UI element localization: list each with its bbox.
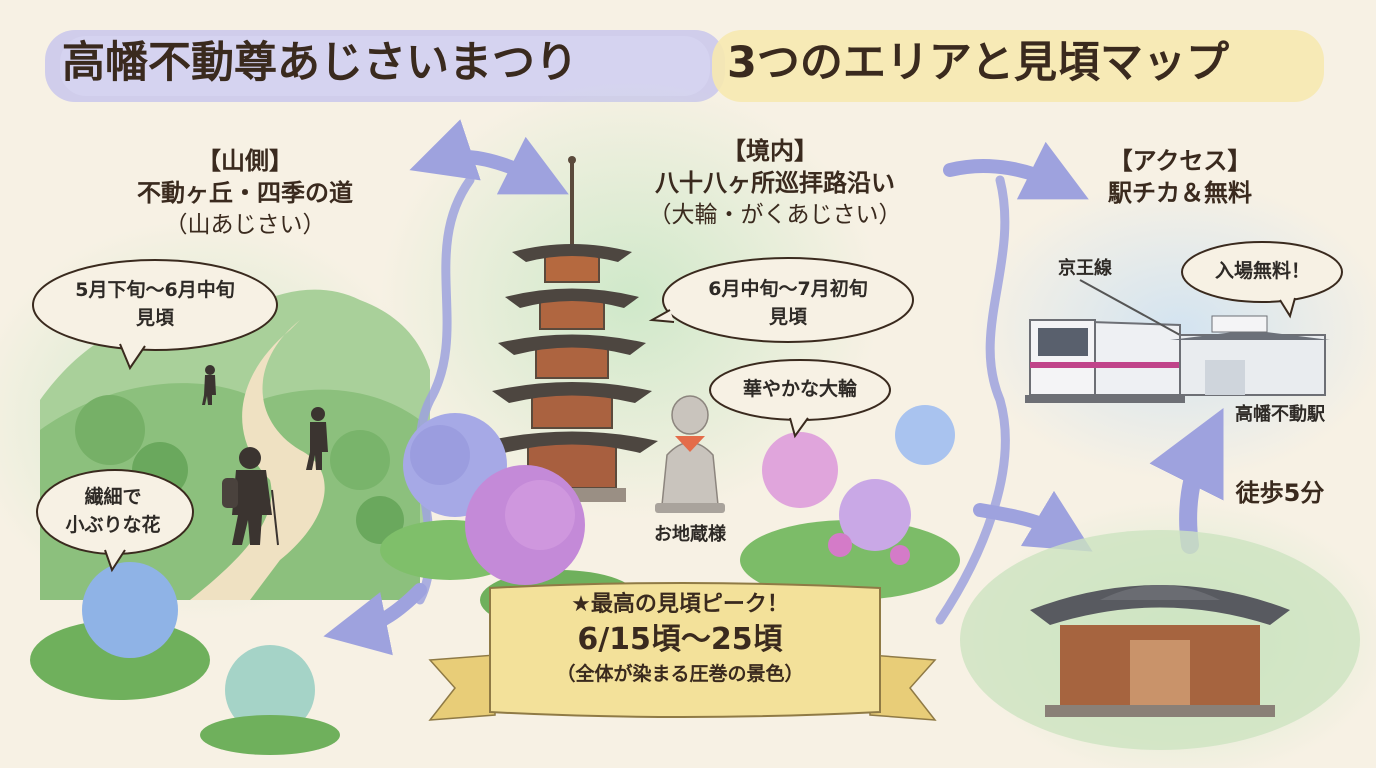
- mountain-season-label: 見頃: [135, 307, 174, 329]
- mountain-flower-line2: 小ぶりな花: [65, 514, 161, 536]
- walk-time: 徒歩5分: [1235, 479, 1325, 507]
- hydrangea-blue-left: [30, 562, 340, 755]
- precinct-variety: （大輪・がくあじさい）: [648, 202, 902, 228]
- five-story-pagoda: [486, 156, 658, 502]
- mountain-season-text: 5月下旬〜6月中旬: [75, 279, 235, 301]
- precinct-season-label: 見頃: [768, 306, 807, 328]
- title-main: 高幡不動尊あじさいまつり: [62, 38, 578, 88]
- precinct-season-text: 6月中旬〜7月初旬: [708, 278, 868, 300]
- mountain-flower-line1: 繊細で: [84, 486, 142, 508]
- hiker-far: [202, 365, 216, 405]
- access-tagline: 駅チカ＆無料: [1108, 179, 1252, 207]
- bubble-precinct-flower: [709, 359, 891, 439]
- station-building: [1170, 315, 1330, 396]
- jizo-label: お地蔵様: [654, 524, 726, 545]
- hiker-front: [222, 447, 279, 546]
- bubble-precinct-season: [648, 257, 914, 343]
- access-bracket-heading: 【アクセス】: [1108, 147, 1252, 175]
- peak-banner: ★最高の見頃ピーク！ 6/15頃〜25頃 （全体が染まる圧巻の景色）: [470, 590, 890, 688]
- free-entry-text: 入場無料！: [1214, 260, 1310, 282]
- hiker-middle: [306, 407, 328, 470]
- precinct-bracket-heading: 【境内】: [722, 137, 818, 165]
- mountain-variety: （山あじさい）: [164, 212, 326, 238]
- bubble-access-free: [1181, 241, 1343, 319]
- peak-description: （全体が染まる圧巻の景色）: [556, 663, 804, 685]
- peak-dates: 6/15頃〜25頃: [577, 622, 783, 657]
- temple-hall: [960, 530, 1360, 750]
- precinct-flower-note: 華やかな大輪: [742, 378, 857, 400]
- title-band-right: [712, 30, 1324, 102]
- hydrangea-pink-lace: [740, 405, 960, 600]
- mountain-bracket-heading: 【山側】: [197, 147, 293, 175]
- mountain-area-name: 不動ヶ丘・四季の道: [137, 179, 353, 207]
- station-name: 高幡不動駅: [1235, 404, 1325, 425]
- jizo-statue: [655, 395, 725, 513]
- bubble-mountain-season: [32, 259, 278, 371]
- keio-train: [1025, 279, 1185, 403]
- peak-heading: ★最高の見頃ピーク！: [571, 592, 789, 617]
- bubble-mountain-flower: [36, 469, 194, 573]
- title-band-left: [45, 30, 725, 102]
- train-line-label: 京王線: [1058, 258, 1112, 279]
- title-sub: 3つのエリアと見頃マップ: [727, 38, 1230, 88]
- precinct-area-name: 八十八ヶ所巡拝路沿い: [655, 169, 895, 197]
- peak-ribbon: [428, 582, 937, 721]
